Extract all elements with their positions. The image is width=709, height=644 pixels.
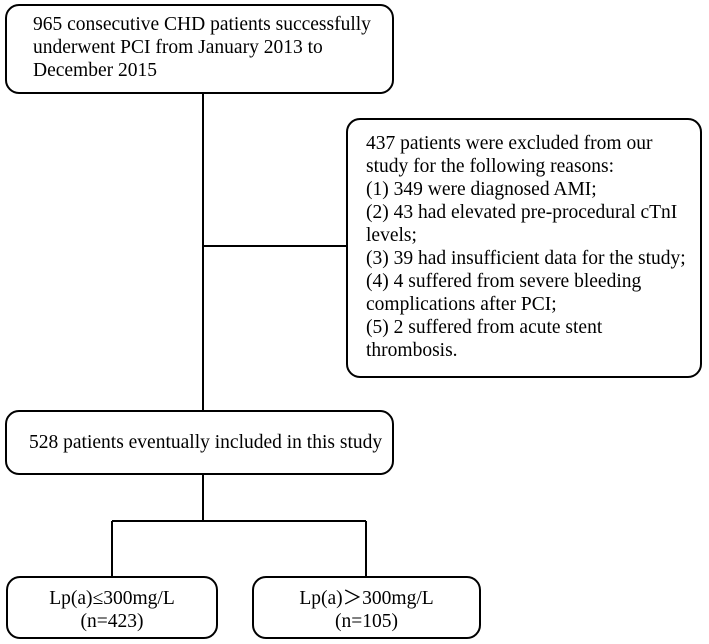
group-low-label: Lp(a)≤300mg/L <box>49 588 175 609</box>
group-low-count: (n=423) <box>80 611 144 632</box>
group-high-label: Lp(a)＞300mg/L <box>299 588 434 609</box>
exclusion-reason: (3) 39 had insufficient data for the stu… <box>366 248 686 269</box>
exclusion-reason: (1) 349 were diagnosed AMI; <box>366 179 597 200</box>
excluded-box: 437 patients were excluded from our stud… <box>346 118 702 378</box>
enrolled-text: 965 consecutive CHD patients successfull… <box>33 14 371 81</box>
group-high-count: (n=105) <box>335 611 398 632</box>
group-low-box: Lp(a)≤300mg/L (n=423) <box>6 576 218 639</box>
group-high-box: Lp(a)＞300mg/L (n=105) <box>252 576 481 639</box>
included-box: 528 patients eventually included in this… <box>5 410 394 475</box>
exclusion-reason: (2) 43 had elevated pre-procedural cTnI … <box>366 202 678 246</box>
included-text: 528 patients eventually included in this… <box>29 432 383 453</box>
enrolled-box: 965 consecutive CHD patients successfull… <box>5 4 394 94</box>
excluded-intro: 437 patients were excluded from our stud… <box>366 133 653 177</box>
exclusion-reason: (5) 2 suffered from acute stent thrombos… <box>366 317 603 361</box>
exclusion-reason: (4) 4 suffered from severe bleeding comp… <box>366 271 642 315</box>
